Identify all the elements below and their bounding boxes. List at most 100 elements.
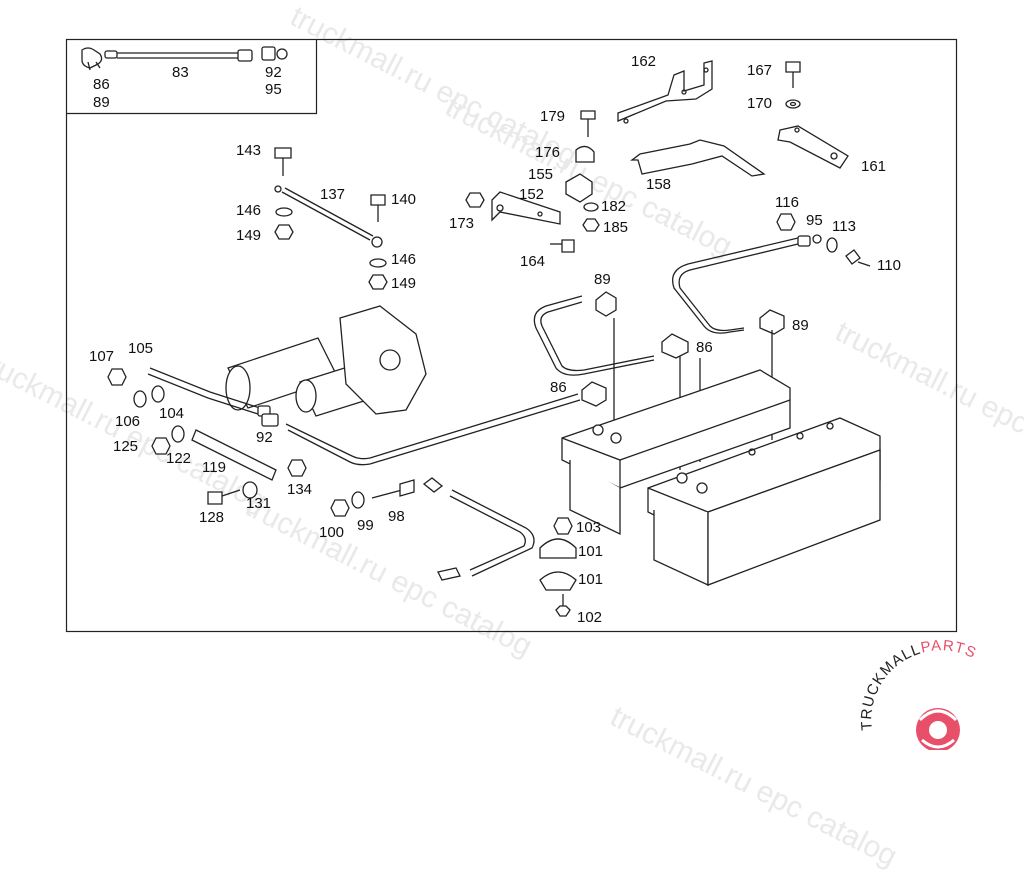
nut-100 bbox=[330, 499, 350, 517]
callout-155: 155 bbox=[528, 166, 553, 183]
bolt-179 bbox=[580, 110, 596, 137]
callout-162: 162 bbox=[631, 53, 656, 70]
callout-102: 102 bbox=[577, 609, 602, 626]
callout-105: 105 bbox=[128, 340, 153, 357]
callout-89a: 89 bbox=[594, 271, 611, 288]
callout-182: 182 bbox=[601, 198, 626, 215]
callout-146a: 146 bbox=[236, 202, 261, 219]
nut-173 bbox=[465, 192, 485, 208]
callout-92: 92 bbox=[256, 429, 273, 446]
callout-164: 164 bbox=[520, 253, 545, 270]
nut-116 bbox=[776, 213, 796, 231]
nut-107 bbox=[107, 368, 127, 386]
washer-146a bbox=[275, 207, 293, 217]
cable-95 bbox=[671, 234, 822, 334]
bolt-128 bbox=[207, 489, 241, 505]
callout-122: 122 bbox=[166, 450, 191, 467]
clamp-89b bbox=[759, 309, 785, 335]
bolt-102 bbox=[555, 594, 571, 617]
callout-119: 119 bbox=[202, 459, 226, 476]
clamp-86a bbox=[661, 333, 689, 359]
callout-158: 158 bbox=[646, 176, 671, 193]
cable-lower bbox=[422, 477, 535, 581]
callout-83-inset: 83 bbox=[172, 64, 189, 81]
battery-2 bbox=[647, 417, 881, 587]
bolt-140 bbox=[370, 194, 386, 222]
strap-119 bbox=[191, 429, 277, 481]
clamp-101a bbox=[539, 538, 577, 559]
bolt-110 bbox=[845, 249, 871, 267]
washer-182 bbox=[583, 202, 599, 212]
clamp-86b bbox=[581, 381, 607, 407]
nut-149a bbox=[274, 224, 294, 240]
washer-104 bbox=[151, 385, 165, 403]
callout-89-inset: 89 bbox=[93, 94, 110, 111]
callout-176: 176 bbox=[535, 144, 560, 161]
callout-179: 179 bbox=[540, 108, 565, 125]
callout-106: 106 bbox=[115, 413, 140, 430]
nut-149b bbox=[368, 274, 388, 290]
bolt-143 bbox=[274, 147, 292, 176]
callout-131: 131 bbox=[246, 495, 271, 512]
callout-161: 161 bbox=[861, 158, 886, 175]
callout-128: 128 bbox=[199, 509, 224, 526]
starter-motor bbox=[225, 305, 427, 417]
callout-101b: 101 bbox=[578, 571, 603, 588]
callout-149a: 149 bbox=[236, 227, 261, 244]
callout-170: 170 bbox=[747, 95, 772, 112]
callout-149b: 149 bbox=[391, 275, 416, 292]
svg-text:TRUCKMALLPARTS: TRUCKMALLPARTS bbox=[858, 640, 979, 731]
washer-170 bbox=[785, 99, 801, 109]
exploded-parts-diagram: 86 89 83 92 95 162 167 170 161 158 179 1… bbox=[65, 38, 958, 633]
brand-name-truckmall: TRUCKMALL bbox=[858, 641, 923, 731]
bolt-167 bbox=[785, 61, 801, 88]
callout-100: 100 bbox=[319, 524, 344, 541]
brand-logo-graphic: TRUCKMALLPARTS bbox=[858, 637, 979, 752]
washer-146b bbox=[369, 258, 387, 268]
fitting-92 bbox=[261, 413, 279, 427]
nut-185 bbox=[582, 218, 600, 232]
battery-1 bbox=[561, 369, 791, 536]
washer-106 bbox=[133, 390, 147, 408]
callout-137: 137 bbox=[320, 186, 345, 203]
battery-cable-long bbox=[285, 393, 581, 466]
callout-110: 110 bbox=[877, 257, 901, 274]
callout-86b: 86 bbox=[550, 379, 567, 396]
callout-173: 173 bbox=[449, 215, 474, 232]
callout-167: 167 bbox=[747, 62, 772, 79]
inset-frame bbox=[66, 39, 318, 115]
washer-131 bbox=[242, 481, 258, 499]
bracket-158 bbox=[630, 139, 766, 177]
diagram-frame bbox=[65, 38, 958, 633]
washer-122 bbox=[171, 425, 185, 443]
bracket-152 bbox=[491, 191, 561, 225]
callout-116: 116 bbox=[775, 194, 799, 211]
bracket-162 bbox=[617, 60, 713, 124]
callout-185: 185 bbox=[603, 219, 628, 236]
bracket-161 bbox=[777, 125, 849, 169]
cable-137 bbox=[274, 185, 383, 248]
clip-176 bbox=[575, 145, 595, 163]
callout-107: 107 bbox=[89, 348, 114, 365]
bracket-155 bbox=[565, 173, 593, 203]
brand-logo[interactable]: TRUCKMALLPARTS bbox=[850, 637, 1024, 752]
callout-99: 99 bbox=[357, 517, 374, 534]
callout-113: 113 bbox=[832, 218, 856, 235]
brand-name-parts: PARTS bbox=[919, 640, 979, 662]
cable-83-inset bbox=[81, 46, 288, 71]
gear-icon bbox=[916, 708, 960, 752]
callout-146b: 146 bbox=[391, 251, 416, 268]
bolt-98 bbox=[371, 479, 415, 499]
callout-86a: 86 bbox=[696, 339, 713, 356]
callout-103: 103 bbox=[576, 519, 601, 536]
callout-95-inset: 95 bbox=[265, 81, 282, 98]
washer-113 bbox=[826, 237, 838, 253]
callout-92-inset: 92 bbox=[265, 64, 282, 81]
callout-98: 98 bbox=[388, 508, 405, 525]
cable-89a bbox=[533, 291, 655, 376]
callout-152: 152 bbox=[519, 186, 544, 203]
nut-103 bbox=[553, 517, 573, 535]
nut-134 bbox=[287, 459, 307, 477]
washer-99 bbox=[351, 491, 365, 509]
